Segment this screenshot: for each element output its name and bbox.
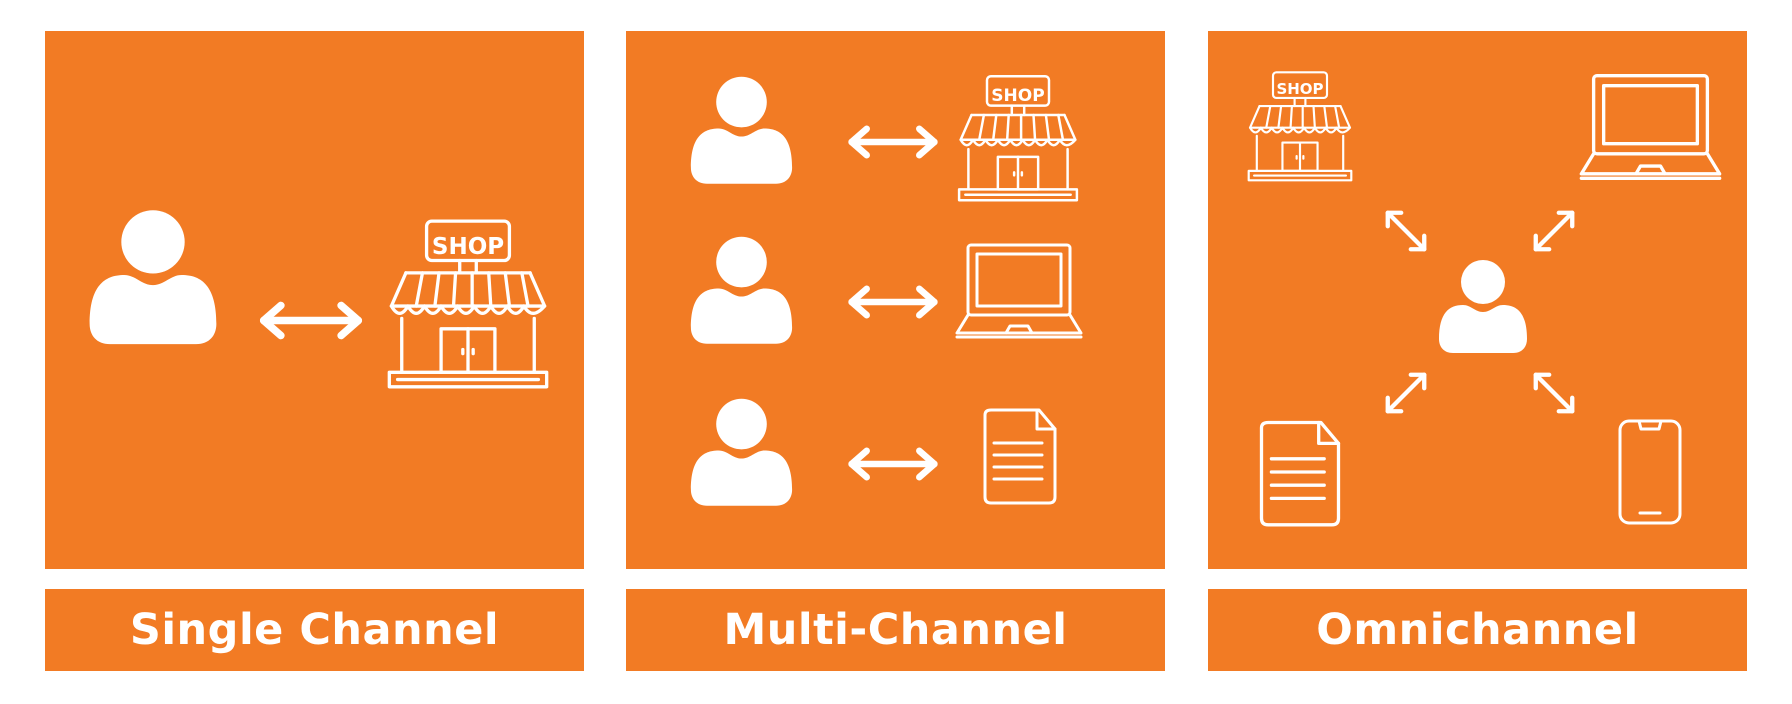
document-icon (983, 408, 1057, 505)
diagonal-arrow-icon (1388, 213, 1424, 249)
double-arrow-icon (264, 305, 359, 335)
svg-text:SHOP: SHOP (1276, 80, 1323, 98)
double-arrow-icon (852, 451, 935, 477)
multi-channel-panel: SHOP (626, 31, 1165, 569)
double-arrow-icon (852, 289, 935, 315)
double-arrow-icon (852, 129, 935, 155)
shop-icon: SHOP (957, 74, 1079, 202)
laptop-icon (955, 243, 1083, 339)
shop-icon: SHOP (387, 219, 549, 389)
diagonal-arrow-icon (1536, 375, 1572, 411)
person-icon (690, 398, 793, 506)
omnichannel-caption: Omnichannel (1208, 589, 1747, 671)
shop-icon: SHOP (1247, 71, 1353, 182)
smartphone-icon (1618, 419, 1682, 525)
person-icon (690, 76, 793, 184)
multi-channel-caption: Multi-Channel (626, 589, 1165, 671)
svg-text:SHOP: SHOP (991, 86, 1044, 106)
laptop-icon (1579, 74, 1722, 180)
caption-label: Multi-Channel (723, 605, 1068, 655)
diagonal-arrow-icon (1388, 375, 1424, 411)
person-icon (690, 236, 793, 344)
svg-text:SHOP: SHOP (432, 234, 504, 260)
single-channel-panel: SHOP (45, 31, 584, 569)
single-channel-caption: Single Channel (45, 589, 584, 671)
document-icon (1259, 420, 1341, 527)
person-icon (89, 210, 217, 345)
person-icon (1439, 260, 1527, 353)
omnichannel-panel: SHOP (1208, 31, 1747, 569)
caption-label: Single Channel (129, 605, 500, 655)
caption-label: Omnichannel (1316, 605, 1639, 655)
diagonal-arrow-icon (1536, 213, 1572, 249)
